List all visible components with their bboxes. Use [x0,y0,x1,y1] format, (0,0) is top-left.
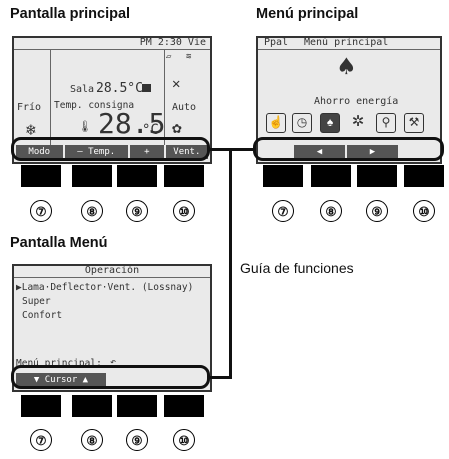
menu-item-confort[interactable]: Confort [22,310,63,321]
selected-menu-item: Ahorro energía [314,96,399,107]
connector-bottom [210,376,232,379]
callout-7-menu: ⑦ [30,429,52,451]
callout-10-menu: ⑩ [173,429,195,451]
fan-icon: ✿ [172,118,182,137]
footer-main-menu: Menú principal: [16,358,102,369]
vane-icon: ▱ [166,52,172,62]
fan-mode-text: Auto [172,102,197,113]
header-left: Ppal [264,37,289,48]
button-7-menu[interactable] [21,395,61,417]
main-menu-function-bar: ◀ ▶ [294,145,398,159]
button-10-menu[interactable] [164,395,204,417]
button-9-mainmenu[interactable] [357,165,397,187]
room-temp: 28.5°C [96,81,143,96]
function-guide-label: Guía de funciones [240,260,354,276]
button-8[interactable] [72,165,112,187]
callout-7-mainmenu: ⑦ [272,200,294,222]
filter-icon [142,84,151,92]
menu-function-bar: ▼ Cursor ▲ [16,373,106,387]
snowflake-icon: ❄ [26,120,36,139]
energy-saving-icon[interactable]: ♠ [320,113,340,133]
leaf-icon: ♠ [338,50,355,83]
room-label: Sala [70,84,95,95]
hand-icon[interactable]: ☝ [266,113,286,133]
function-cursor: ▼ Cursor ▲ [16,373,106,387]
tools-icon[interactable]: ⚒ [404,113,424,133]
thermometer-icon: 🌡 [78,120,92,133]
clock-icon[interactable]: ◷ [292,113,312,133]
button-9-menu[interactable] [117,395,157,417]
callout-9-menu: ⑨ [126,429,148,451]
function-vent: Vent. [165,145,208,159]
main-menu-title: Menú principal [256,6,359,22]
menu-screen-title: Pantalla Menú [10,235,108,251]
callout-9: ⑨ [126,200,148,222]
setpoint-value: 28.5 [98,107,166,140]
menu-function-highlight [11,365,210,389]
callout-8-menu: ⑧ [81,429,103,451]
button-10[interactable] [164,165,204,187]
button-8-menu[interactable] [72,395,112,417]
clock-display: PM 2:30 Vie [139,37,206,48]
button-7-mainmenu[interactable] [263,165,303,187]
callout-10: ⑩ [173,200,195,222]
function-guide-highlight [11,137,210,161]
button-7[interactable] [21,165,61,187]
gear-icon[interactable]: ✲ [351,113,365,130]
function-left: ◀ [294,145,345,159]
setpoint-label: Temp. consigna [54,100,135,111]
setpoint-unit: °C [142,122,159,138]
callout-8-mainmenu: ⑧ [320,200,342,222]
callout-10-mainmenu: ⑩ [413,200,435,222]
function-modo: Modo [16,145,63,159]
header-center: Menú principal [304,37,389,48]
airflow-icon: ✕ [172,76,181,92]
main-screen-display: PM 2:30 Vie Frío ❄ Sala 28.5°C Temp. con… [12,36,212,164]
main-menu-function-highlight [253,137,444,161]
function-temp-plus: + [129,145,164,159]
callout-8: ⑧ [81,200,103,222]
menu-item-super[interactable]: Super [22,296,51,307]
connector-vertical [229,148,232,379]
main-menu-display: Ppal Menú principal ♠ Ahorro energía ☝ ◷… [256,36,442,164]
menu-item-lama[interactable]: ▶Lama·Deflector·Vent. (Lossnay) [16,282,194,293]
button-9[interactable] [117,165,157,187]
main-screen-title: Pantalla principal [10,6,131,22]
button-8-mainmenu[interactable] [311,165,351,187]
return-icon: ↶ [110,357,117,368]
button-10-mainmenu[interactable] [404,165,444,187]
function-guide-bar: Modo — Temp. + Vent. [16,145,208,159]
service-icon[interactable]: ⚲ [376,113,396,133]
function-temp-minus: — Temp. [64,145,128,159]
mode-text: Frío [17,102,42,113]
callout-7: ⑦ [30,200,52,222]
menu-screen-display: Operación ▶Lama·Deflector·Vent. (Lossnay… [12,264,212,392]
function-right: ▶ [347,145,398,159]
operation-header: Operación [84,265,140,276]
callout-9-mainmenu: ⑨ [366,200,388,222]
louver-icon: ≋ [186,52,192,62]
